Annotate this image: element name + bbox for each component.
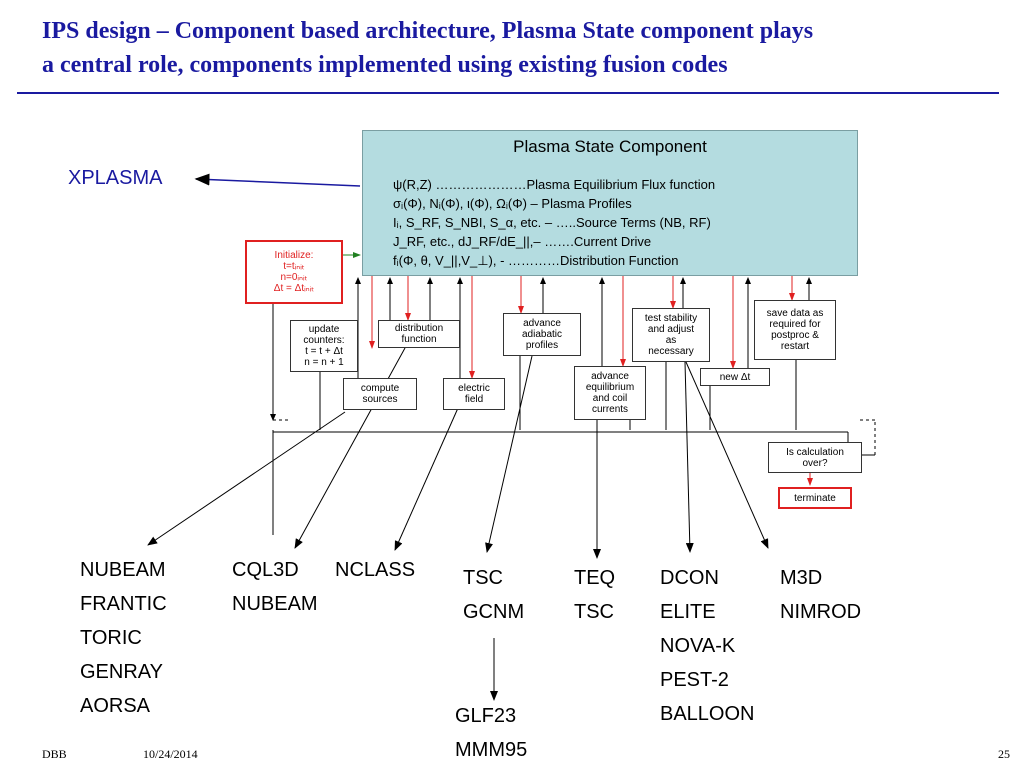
is-calculation-over-box: Is calculation over? <box>768 442 862 473</box>
footer-author: DBB <box>42 747 67 761</box>
code-list-electric-field: NCLASS <box>335 553 415 587</box>
is-calc-over-line-2: over? <box>802 457 828 469</box>
code-item: ELITE <box>660 601 716 623</box>
plasma-state-component: Plasma State Component ψ(R,Z) …………………Pla… <box>362 130 858 276</box>
code-item: TORIC <box>80 627 142 649</box>
save-data-line-1: save data as <box>766 308 824 319</box>
footer-date: 10/24/2014 <box>143 747 198 761</box>
compute-sources-line-1: compute <box>360 383 400 394</box>
save-data-line-3: postproc & <box>771 330 819 341</box>
initialize-dt: Δt = Δtᵢₙᵢₜ <box>273 283 315 294</box>
code-item: TEQ <box>574 567 616 589</box>
distribution-function-box: distribution function <box>378 320 460 348</box>
advance-adiabatic-line-1: advance <box>523 318 561 329</box>
initialize-t: t=tᵢₙᵢₜ <box>283 261 305 272</box>
code-item: GENRAY <box>80 661 163 683</box>
code-item: TSC <box>463 567 503 589</box>
plasma-state-title: Plasma State Component <box>513 137 707 156</box>
code-list-adiabatic: TSC GCNM <box>463 561 524 629</box>
ps-row-flux: ψ(R,Z) …………………Plasma Equilibrium Flux fu… <box>393 177 716 192</box>
compute-sources-box: compute sources <box>343 378 417 410</box>
terminate-box: terminate <box>778 487 852 509</box>
code-item: CQL3D <box>232 559 299 581</box>
ps-row-profiles: σᵢ(Φ), Nᵢ(Φ), ι(Φ), Ωᵢ(Φ) – Plasma Profi… <box>393 196 632 211</box>
code-list-equilibrium: TEQ TSC <box>574 561 615 629</box>
code-list-transport: GLF23 MMM95 <box>455 699 527 767</box>
code-list-sources: NUBEAM FRANTIC TORIC GENRAY AORSA <box>80 553 167 723</box>
slide-title: IPS design – Component based architectur… <box>42 14 1002 82</box>
ps-row-distribution: fᵢ(Φ, θ, V_||,V_⊥), - …………Distribution F… <box>393 253 679 268</box>
code-list-mhd: M3D NIMROD <box>780 561 861 629</box>
advance-equilibrium-line-4: currents <box>591 404 629 415</box>
test-stability-line-3: as <box>665 335 677 346</box>
initialize-n: n=0ᵢₙᵢₜ <box>280 272 308 283</box>
code-item: GCNM <box>463 601 525 623</box>
save-data-box: save data as required for postproc & res… <box>754 300 836 360</box>
title-line-2: a central role, components implemented u… <box>42 52 728 78</box>
code-item: MMM95 <box>455 739 528 761</box>
code-list-stability: DCON ELITE NOVA-K PEST-2 BALLOON <box>660 561 754 731</box>
code-item: DCON <box>660 567 719 589</box>
code-item: BALLOON <box>660 703 755 725</box>
electric-field-line-1: electric <box>458 383 490 394</box>
save-data-line-4: restart <box>780 341 810 352</box>
code-item: NOVA-K <box>660 635 736 657</box>
code-item: NIMROD <box>780 601 862 623</box>
electric-field-box: electric field <box>443 378 505 410</box>
update-counters-line-4: n = n + 1 <box>304 357 344 368</box>
advance-equilibrium-box: advance equilibrium and coil currents <box>574 366 646 420</box>
initialize-label: Initialize: <box>274 250 314 261</box>
advance-equilibrium-line-2: equilibrium <box>585 382 635 393</box>
test-stability-box: test stability and adjust as necessary <box>632 308 710 362</box>
code-item: NUBEAM <box>80 559 166 581</box>
advance-adiabatic-line-3: profiles <box>525 340 559 351</box>
code-item: AORSA <box>80 695 151 717</box>
update-counters-line-1: update <box>308 324 340 335</box>
save-data-line-2: required for <box>769 319 821 330</box>
footer-page-number: 25 <box>998 747 1010 761</box>
electric-field-line-2: field <box>464 394 484 405</box>
code-item: NCLASS <box>335 559 416 581</box>
code-item: NUBEAM <box>232 593 318 615</box>
advance-equilibrium-line-3: and coil <box>592 393 628 404</box>
title-line-1: IPS design – Component based architectur… <box>42 18 814 44</box>
advance-adiabatic-line-2: adiabatic <box>521 329 563 340</box>
distribution-function-line-1: distribution <box>394 323 444 334</box>
xplasma-label: XPLASMA <box>68 167 163 189</box>
test-stability-line-2: and adjust <box>647 324 695 335</box>
title-underline <box>17 92 999 94</box>
is-calc-over-line-1: Is calculation <box>786 446 844 458</box>
code-item: FRANTIC <box>80 593 167 615</box>
code-item: TSC <box>574 601 614 623</box>
update-counters-line-3: t = t + Δt <box>305 346 343 357</box>
code-item: GLF23 <box>455 705 517 727</box>
new-dt-box: new Δt <box>700 368 770 386</box>
advance-equilibrium-line-1: advance <box>591 371 629 382</box>
advance-adiabatic-box: advance adiabatic profiles <box>503 313 581 356</box>
update-counters-box: update counters: t = t + Δt n = n + 1 <box>290 320 358 372</box>
code-item: M3D <box>780 567 823 589</box>
update-counters-line-2: counters: <box>303 335 345 346</box>
ps-row-sources: Iᵢ, S_RF, S_NBI, S_α, etc. – …..Source T… <box>393 215 711 230</box>
compute-sources-line-2: sources <box>362 394 398 405</box>
code-list-distribution: CQL3D NUBEAM <box>232 553 318 621</box>
test-stability-line-4: necessary <box>648 346 694 357</box>
distribution-function-line-2: function <box>401 334 437 345</box>
initialize-box: Initialize: t=tᵢₙᵢₜ n=0ᵢₙᵢₜ Δt = Δtᵢₙᵢₜ <box>245 240 343 304</box>
test-stability-line-1: test stability <box>644 313 698 324</box>
code-item: PEST-2 <box>660 669 729 691</box>
ps-row-current-drive: J_RF, etc., dJ_RF/dE_||,– …….Current Dri… <box>393 234 652 249</box>
